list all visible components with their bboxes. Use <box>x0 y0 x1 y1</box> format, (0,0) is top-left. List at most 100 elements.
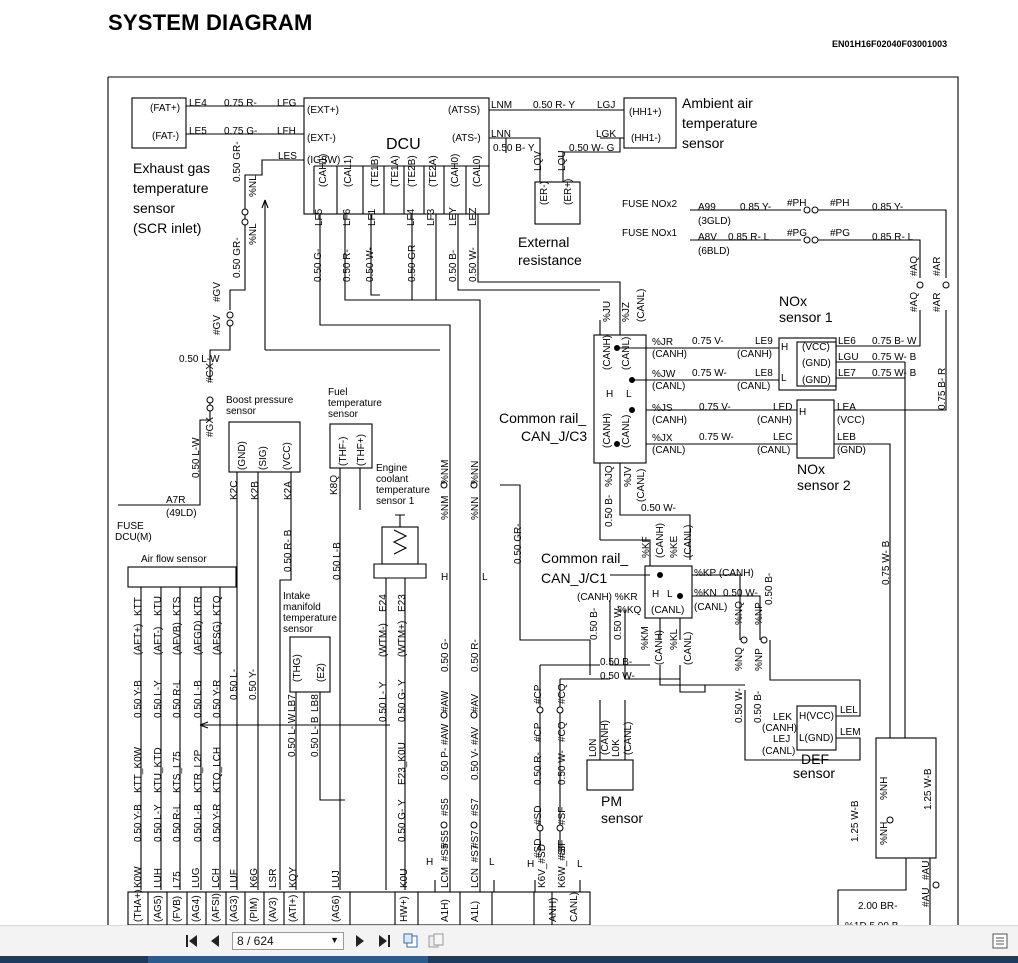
wire-label: LF3 <box>426 208 437 226</box>
wire-label: #AV <box>470 727 481 745</box>
thumbnails-icon[interactable] <box>992 933 1008 949</box>
wire-label: 0.50 L-Y <box>153 804 164 842</box>
wire-label: (CANH) <box>602 335 613 370</box>
wire-label: %KM <box>640 626 651 650</box>
diagram-label: LNM <box>491 100 512 111</box>
wire-label: 0.50 L- Y <box>378 681 389 722</box>
wire-label: (AV3) <box>268 897 279 922</box>
wire-label: (THF-) <box>338 437 349 466</box>
diagram-label: sensor <box>793 765 835 781</box>
wire-label: %NL <box>248 223 259 245</box>
diagram-label: Ambient air <box>682 95 753 111</box>
diagram-label: L(GND) <box>799 733 833 744</box>
wire-label: (GND) <box>237 441 248 470</box>
wire-label: KTR_L2P <box>193 749 204 793</box>
wire-label: 0.50 L-B <box>193 680 204 718</box>
nox-sensor-2-box <box>796 399 835 459</box>
wire-label: (CANL) <box>636 289 647 322</box>
diagram-label: H <box>799 407 806 418</box>
diagram-label: (GND) <box>837 445 866 456</box>
diagram-label: Air flow sensor <box>141 554 207 565</box>
wire-label: E23_K0U <box>397 742 408 785</box>
wire-label: 0.50 B- <box>753 691 764 723</box>
wire-label: #SF <box>557 840 568 858</box>
diagram-label: 0.75 W- <box>692 368 727 379</box>
wire-label: LB8 <box>310 694 321 712</box>
wire-label: 0.50 L-Y <box>153 680 164 718</box>
wire-label: #S7 <box>470 798 481 816</box>
wire-label: (E2) <box>316 663 327 682</box>
wire-label: (CANL) <box>621 337 632 370</box>
wire-label: KTS <box>172 596 183 616</box>
wire-label: (AFVB) <box>172 622 183 655</box>
nox-sensor-1-inner <box>796 341 837 387</box>
wire-label: K2B <box>250 481 261 500</box>
wire-label: LF4 <box>406 208 417 226</box>
wire-label: (TE1A) <box>390 155 401 187</box>
wire-label: (ER+) <box>563 179 574 205</box>
diagram-label: H <box>426 857 433 868</box>
wire-label: KTU_KTD <box>153 747 164 793</box>
wire-label: (TE1B) <box>370 155 381 187</box>
wire-label: 0.50 R- B <box>283 529 294 572</box>
diagram-label: A8V <box>698 232 717 243</box>
diagram-label: %KN <box>694 588 717 599</box>
diagram-label: 0.75 B- W <box>872 336 917 347</box>
wire-label: #SF <box>557 807 568 825</box>
diagram-label: sensor <box>133 200 175 216</box>
next-page-icon[interactable] <box>352 933 368 949</box>
wire-label: 0.50 W- <box>557 750 568 785</box>
wire-label: 0.50 GR- <box>513 523 524 564</box>
wire-label: %KF <box>641 536 652 558</box>
wire-label: (PIM) <box>249 898 260 922</box>
wire-label: #GX <box>205 417 216 437</box>
diagram-label: %KQ <box>618 605 642 616</box>
diagram-label: H <box>441 572 448 583</box>
diagram-label: (CANL) <box>762 746 795 757</box>
document-code: EN01H16F02040F03001003 <box>832 39 948 49</box>
wire-label: 0.50 R-L <box>172 803 183 842</box>
first-page-icon[interactable] <box>184 933 200 949</box>
wire-label: 0.50 B- <box>448 250 459 282</box>
intake-manifold-temp-sensor-box <box>289 636 331 693</box>
diagram-label: #PG <box>830 228 850 239</box>
diagram-label: (FAT-) <box>152 131 179 142</box>
wire-label: (THA+) <box>133 890 144 923</box>
wire-label: E24 <box>378 594 389 612</box>
wire-label: %JQ <box>604 465 615 487</box>
wire-label: 1.25 W-B <box>850 800 861 842</box>
diagram-label: H <box>606 389 613 400</box>
diagram-label: (CANH) <box>652 415 687 426</box>
previous-page-icon[interactable] <box>207 933 223 949</box>
wire-label: #SD <box>533 839 544 858</box>
viewer-toolbar: 8 / 624 ▼ <box>0 925 1018 957</box>
diagram-label: LE5 <box>189 126 207 137</box>
two-page-icon[interactable] <box>428 933 444 949</box>
diagram-label: FUSE <box>117 521 144 532</box>
page-number-select[interactable]: 8 / 624 ▼ <box>232 932 344 950</box>
diagram-label: LED <box>773 402 792 413</box>
diagram-label: A99 <box>698 202 716 213</box>
wire-label: LSR <box>268 869 279 888</box>
diagram-label: 0.85 R- L <box>728 232 770 243</box>
diagram-label: CAN_J/C3 <box>521 428 587 444</box>
diagram-label: (VCC) <box>802 342 830 353</box>
wire-label: (CAH1) <box>318 154 329 187</box>
wire-label: #AW <box>440 723 451 745</box>
fuel-temperature-sensor-box <box>329 423 373 469</box>
wire-label: KTR <box>193 596 204 616</box>
ground-junction-box <box>875 737 937 859</box>
wire-label: LUF <box>229 869 240 888</box>
wire-label: (AFSG) <box>212 621 223 655</box>
diagram-label: (CANL) <box>652 445 685 456</box>
diagram-label: coolant <box>376 474 408 485</box>
wire-label: %NN <box>470 461 481 484</box>
wire-label: LF1 <box>367 208 378 226</box>
wire-label: #S7 <box>470 830 481 848</box>
diagram-label: External <box>518 234 569 250</box>
page-layout-icon[interactable] <box>403 933 419 949</box>
wire-label: KTT <box>133 597 144 616</box>
wire-label: %NQ <box>734 601 745 625</box>
ecu-connector-strip <box>127 891 591 925</box>
last-page-icon[interactable] <box>376 933 392 949</box>
